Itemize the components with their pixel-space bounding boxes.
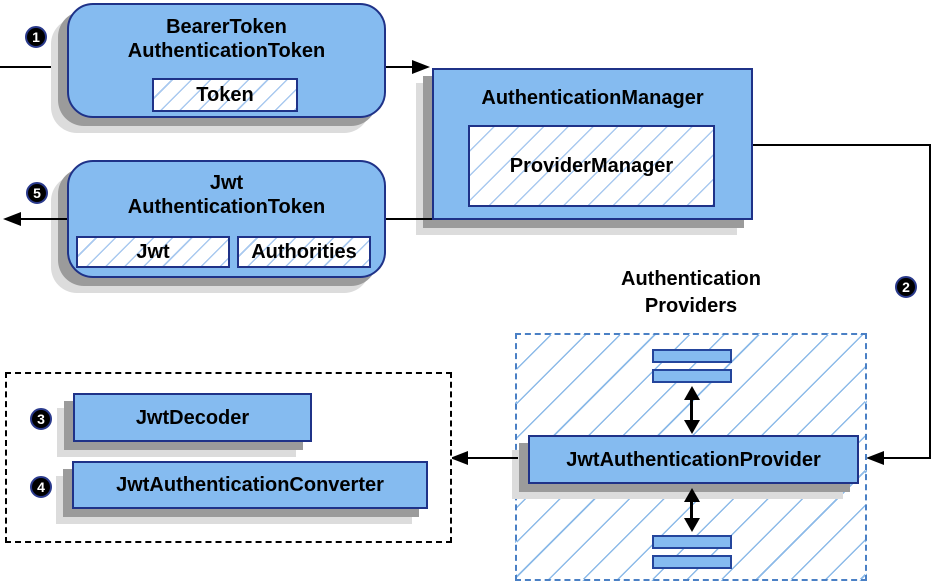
step2-path-bottom-segment (884, 457, 931, 459)
authentication-providers-label-line1: Authentication (621, 268, 761, 290)
step-badge-4: 4 (30, 476, 52, 498)
top-double-arrow-up-head (684, 386, 700, 400)
manager-to-jwt-token-line (384, 218, 432, 220)
outgoing-response-line (19, 218, 67, 220)
jwt-decoder-title: JwtDecoder (135, 406, 250, 429)
authorities-chip: Authorities (237, 236, 371, 268)
jwt-authentication-provider-node: JwtAuthenticationProvider (528, 435, 859, 484)
step-badge-1: 1 (25, 26, 47, 48)
bearer-token-authentication-token-node: BearerToken AuthenticationToken Token (67, 3, 386, 118)
step2-path-top-segment (753, 144, 931, 146)
step-badge-2: 2 (895, 276, 917, 298)
authentication-manager-node: AuthenticationManager ProviderManager (432, 68, 753, 220)
bottom-double-arrow-up-head (684, 488, 700, 502)
jwt-decoder-node: JwtDecoder (73, 393, 312, 442)
step2-arrow-head (866, 451, 884, 465)
incoming-request-line (0, 66, 67, 68)
arrow-bearer-to-manager-line (386, 66, 414, 68)
step2-path-vertical-segment (929, 144, 931, 459)
jwt-authentication-provider-title: JwtAuthenticationProvider (566, 448, 821, 471)
provider-to-decoder-arrow-head (450, 451, 468, 465)
provider-to-decoder-line (466, 457, 518, 459)
step-badge-5: 5 (26, 182, 48, 204)
provider-slot-bar-top-1 (652, 349, 732, 363)
bottom-double-arrow-down-head (684, 518, 700, 532)
outgoing-response-arrow-head (3, 212, 21, 226)
top-double-arrow-down-head (684, 420, 700, 434)
bearer-token-title-line1: BearerToken (166, 16, 287, 38)
jwt-authentication-token-node: Jwt AuthenticationToken Jwt Authorities (67, 160, 386, 278)
provider-slot-bar-bottom-2 (652, 555, 732, 569)
arrow-bearer-to-manager-head (412, 60, 430, 74)
jwt-token-title-line1: Jwt (209, 172, 244, 194)
bearer-token-title-line2: AuthenticationToken (127, 40, 326, 62)
authentication-providers-label: Authentication Providers (565, 266, 817, 320)
step-badge-3: 3 (30, 408, 52, 430)
token-chip: Token (152, 78, 298, 112)
bottom-double-arrow-line (690, 500, 693, 522)
provider-manager-chip: ProviderManager (468, 125, 715, 207)
provider-slot-bar-top-2 (652, 369, 732, 383)
jwt-chip: Jwt (76, 236, 230, 268)
jwt-authentication-converter-title: JwtAuthenticationConverter (116, 474, 384, 496)
jwt-token-node-title: Jwt AuthenticationToken (69, 171, 384, 219)
authentication-manager-title: AuthenticationManager (481, 87, 704, 109)
bearer-token-node-title: BearerToken AuthenticationToken (69, 15, 384, 63)
authentication-providers-label-line2: Providers (644, 295, 738, 317)
provider-slot-bar-bottom-1 (652, 535, 732, 549)
top-double-arrow-line (690, 398, 693, 423)
jwt-token-title-line2: AuthenticationToken (127, 196, 326, 218)
jwt-authentication-converter-node: JwtAuthenticationConverter (72, 461, 428, 509)
